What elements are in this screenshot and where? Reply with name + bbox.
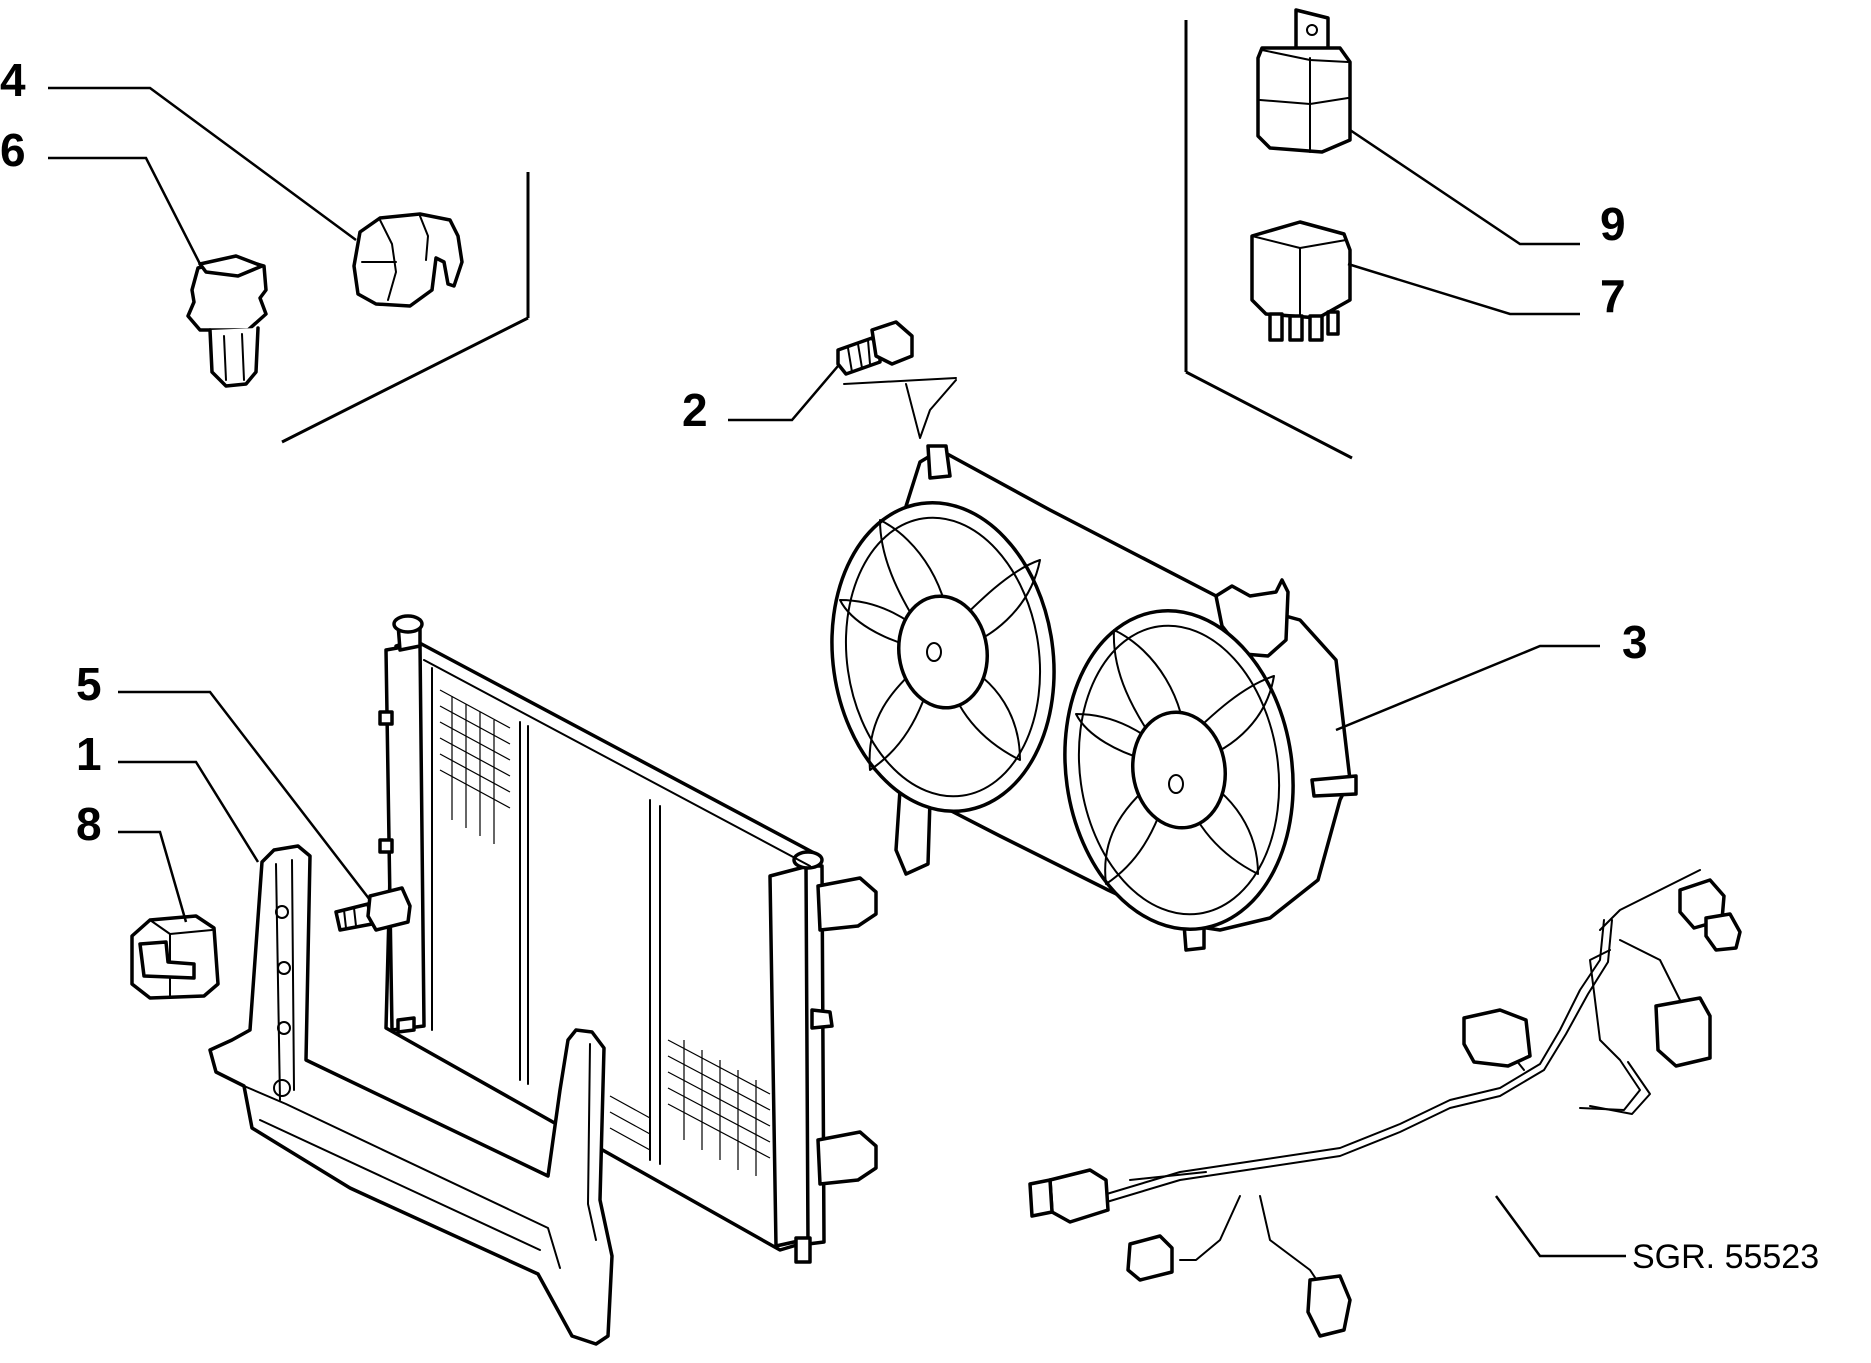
leader-8 [118,830,188,923]
leader-5 [118,690,371,901]
callout-9: 9 [1600,198,1626,250]
leader-3 [1335,644,1600,732]
leader-4 [48,86,357,242]
leader-6 [48,156,202,265]
air-deflector-part-1 [208,844,614,1346]
leader-7 [1347,262,1580,316]
callout-1: 1 [76,728,102,780]
leader-1 [118,760,260,863]
radiator-core-fins [439,689,771,1176]
bolt-part-2 [836,320,957,439]
leader-lines [48,86,1626,1258]
cable-bracket-part-4 [352,212,464,308]
push-clip-part-6 [186,254,268,388]
callout-5: 5 [76,658,102,710]
relay-part-9 [1256,8,1352,154]
callout-3: 3 [1622,616,1648,668]
radiator [378,614,878,1264]
callout-8: 8 [76,798,102,850]
reference-code: SGR. 55523 [1632,1238,1819,1276]
group-bracket-left [281,172,530,444]
leader-sgr [1494,1195,1626,1258]
leader-2 [728,365,839,422]
temperature-sensor-part-5 [334,886,412,932]
wiring-harness [1028,869,1742,1338]
callout-6: 6 [0,124,26,176]
callout-2: 2 [682,384,708,436]
relay-part-7 [1250,220,1352,342]
group-bracket-right [1184,20,1353,460]
callout-7: 7 [1600,270,1626,322]
leader-9 [1349,128,1580,246]
callout-labels: 4 6 2 9 7 3 5 1 8 SGR. 55523 [0,54,1819,1276]
callout-4: 4 [0,54,26,106]
rubber-mount-part-8 [130,914,220,1000]
twin-fan-assembly-part-3 [830,444,1358,952]
